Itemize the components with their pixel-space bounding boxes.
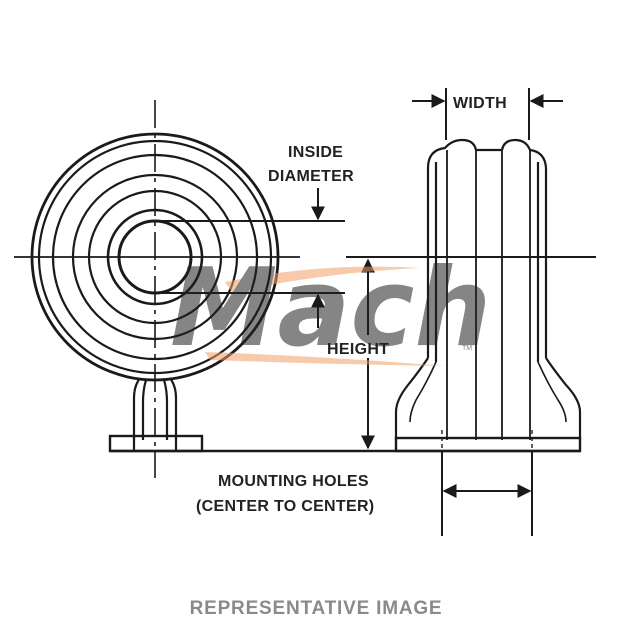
neck-left-outline	[132, 377, 141, 440]
side-view-right-flare	[545, 357, 582, 440]
neck-inner-right	[162, 379, 169, 440]
width-dimension	[412, 88, 563, 140]
inner-ring	[87, 189, 223, 325]
mounting-holes-label-line2: (CENTER TO CENTER)	[196, 498, 374, 515]
side-view-top-profile	[426, 138, 548, 169]
side-view-left-flare	[394, 357, 429, 440]
side-view	[346, 138, 596, 453]
watermark-swoosh-top	[225, 266, 420, 292]
watermark-text: Mach	[170, 246, 491, 371]
mach-watermark-logo: Mach TM	[170, 246, 491, 371]
side-view-inner-left-flare	[409, 361, 437, 423]
watermark-swoosh-bottom	[205, 352, 446, 366]
mounting-holes-dimension	[441, 452, 533, 536]
front-view-base-plate	[108, 434, 204, 453]
mounting-holes-label-line1: MOUNTING HOLES	[218, 473, 369, 490]
width-label: WIDTH	[453, 95, 507, 112]
inside-diameter-dimension	[155, 188, 345, 328]
side-view-inner-right-flare	[537, 361, 567, 423]
middle-ring-inner	[71, 173, 239, 341]
height-label: HEIGHT	[327, 341, 389, 358]
outer-ring-inner-edge	[37, 139, 273, 375]
watermark-trademark: TM	[462, 345, 472, 352]
neck-right-outline	[169, 377, 178, 440]
neck-inner-left	[141, 379, 148, 440]
side-view-base-plate	[394, 436, 582, 453]
inside-diameter-label-line2: DIAMETER	[268, 168, 354, 185]
middle-ring	[51, 153, 259, 361]
bore-outer	[106, 208, 204, 306]
inside-diameter-label-line1: INSIDE	[288, 144, 343, 161]
outer-ring	[30, 132, 280, 382]
representative-image-caption: REPRESENTATIVE IMAGE	[190, 598, 443, 619]
